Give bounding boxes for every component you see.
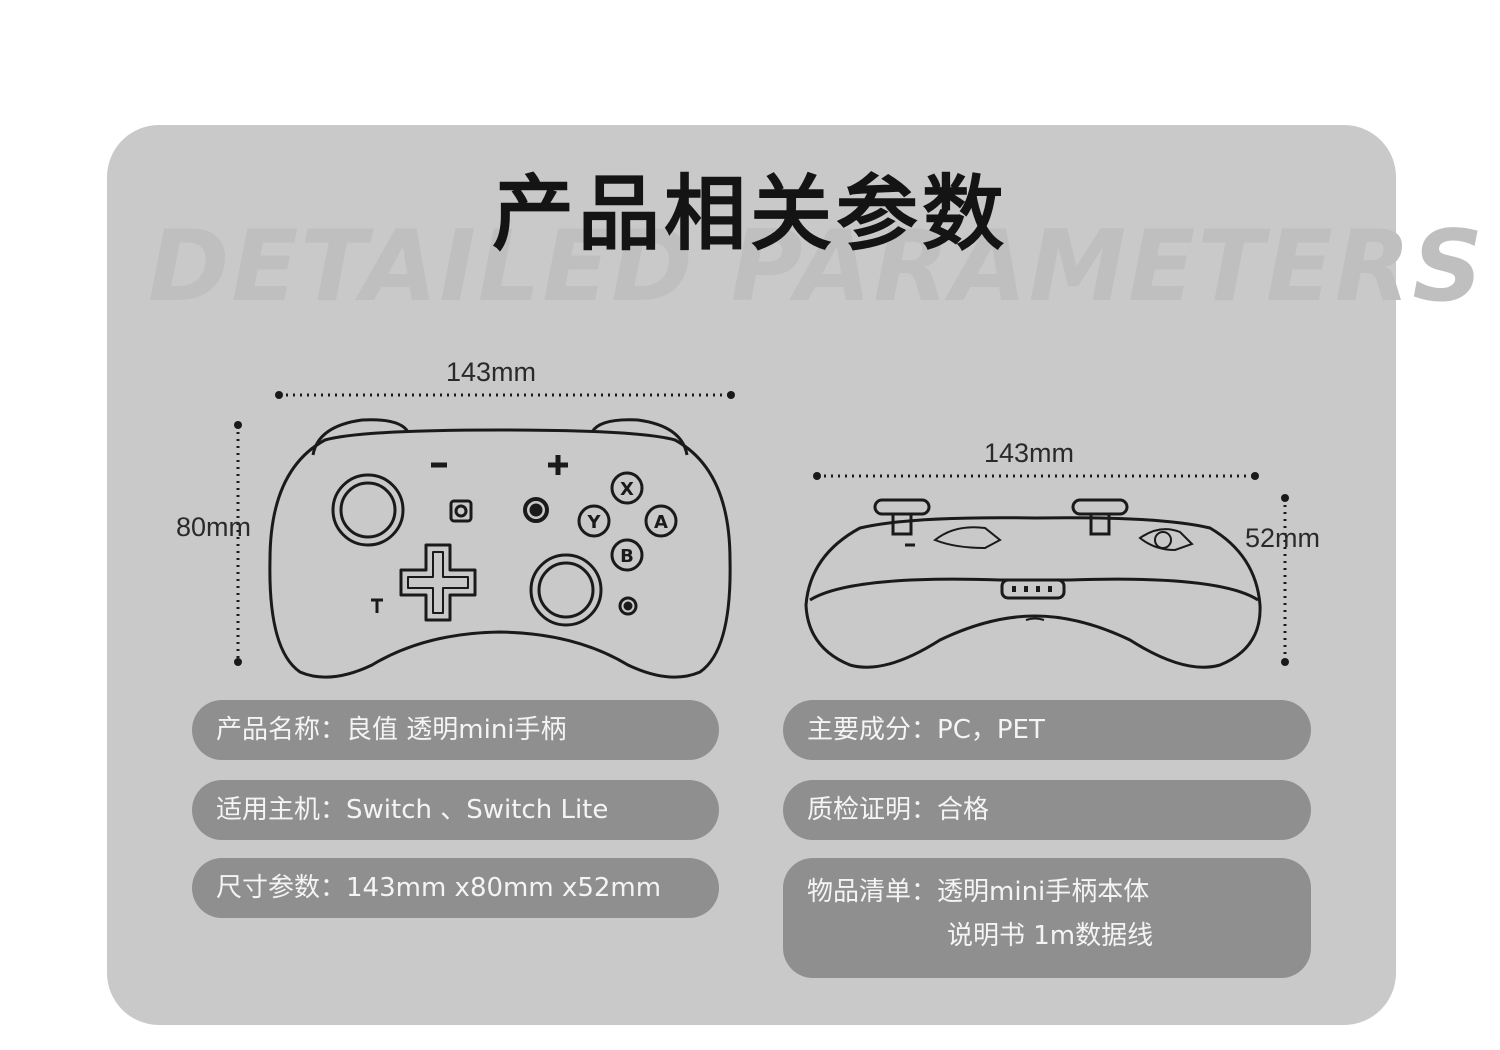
side-height-label: 52mm <box>1245 523 1321 553</box>
dpad <box>399 543 477 622</box>
page-title: 产品相关参数 <box>491 167 1008 262</box>
side-body-outline <box>804 516 1262 669</box>
spec-value: 良值 透明mini手柄 <box>346 715 567 745</box>
spec-label: 物品清单： <box>807 877 938 907</box>
button-b-label: B <box>620 546 634 567</box>
spec-compatible-console: 适用主机：Switch 、Switch Lite <box>192 780 719 840</box>
spec-label: 质检证明： <box>807 795 938 825</box>
spec-value: 合格 <box>937 795 990 825</box>
button-a-label: A <box>654 512 668 533</box>
spec-value: 透明mini手柄本体 <box>937 877 1150 907</box>
spec-value: PC，PET <box>937 715 1045 745</box>
spec-label: 尺寸参数： <box>216 873 347 903</box>
spec-label: 主要成分： <box>807 715 938 745</box>
spec-package-list: 物品清单：透明mini手柄本体 说明书 1m数据线 <box>783 858 1311 978</box>
front-body-outline <box>268 428 732 679</box>
spec-material: 主要成分：PC，PET <box>783 700 1311 760</box>
spec-label: 适用主机： <box>216 795 347 825</box>
spec-value: Switch 、Switch Lite <box>346 795 609 825</box>
watermark-text: DETAILED PARAMETERS <box>148 210 1485 324</box>
front-height-label: 80mm <box>176 512 252 542</box>
spec-dimensions: 尺寸参数：143mm x80mm x52mm <box>192 858 719 918</box>
front-width-label: 143mm <box>446 357 537 387</box>
spec-value-line2: 说明书 1m数据线 <box>947 921 1154 951</box>
spec-value: 143mm x80mm x52mm <box>346 873 662 903</box>
spec-label: 产品名称： <box>216 715 347 745</box>
button-y-label: Y <box>586 512 601 533</box>
side-width-label: 143mm <box>984 438 1075 468</box>
spec-product-name: 产品名称：良值 透明mini手柄 <box>192 700 719 760</box>
spec-quality-cert: 质检证明：合格 <box>783 780 1311 840</box>
button-x-label: X <box>620 479 634 500</box>
